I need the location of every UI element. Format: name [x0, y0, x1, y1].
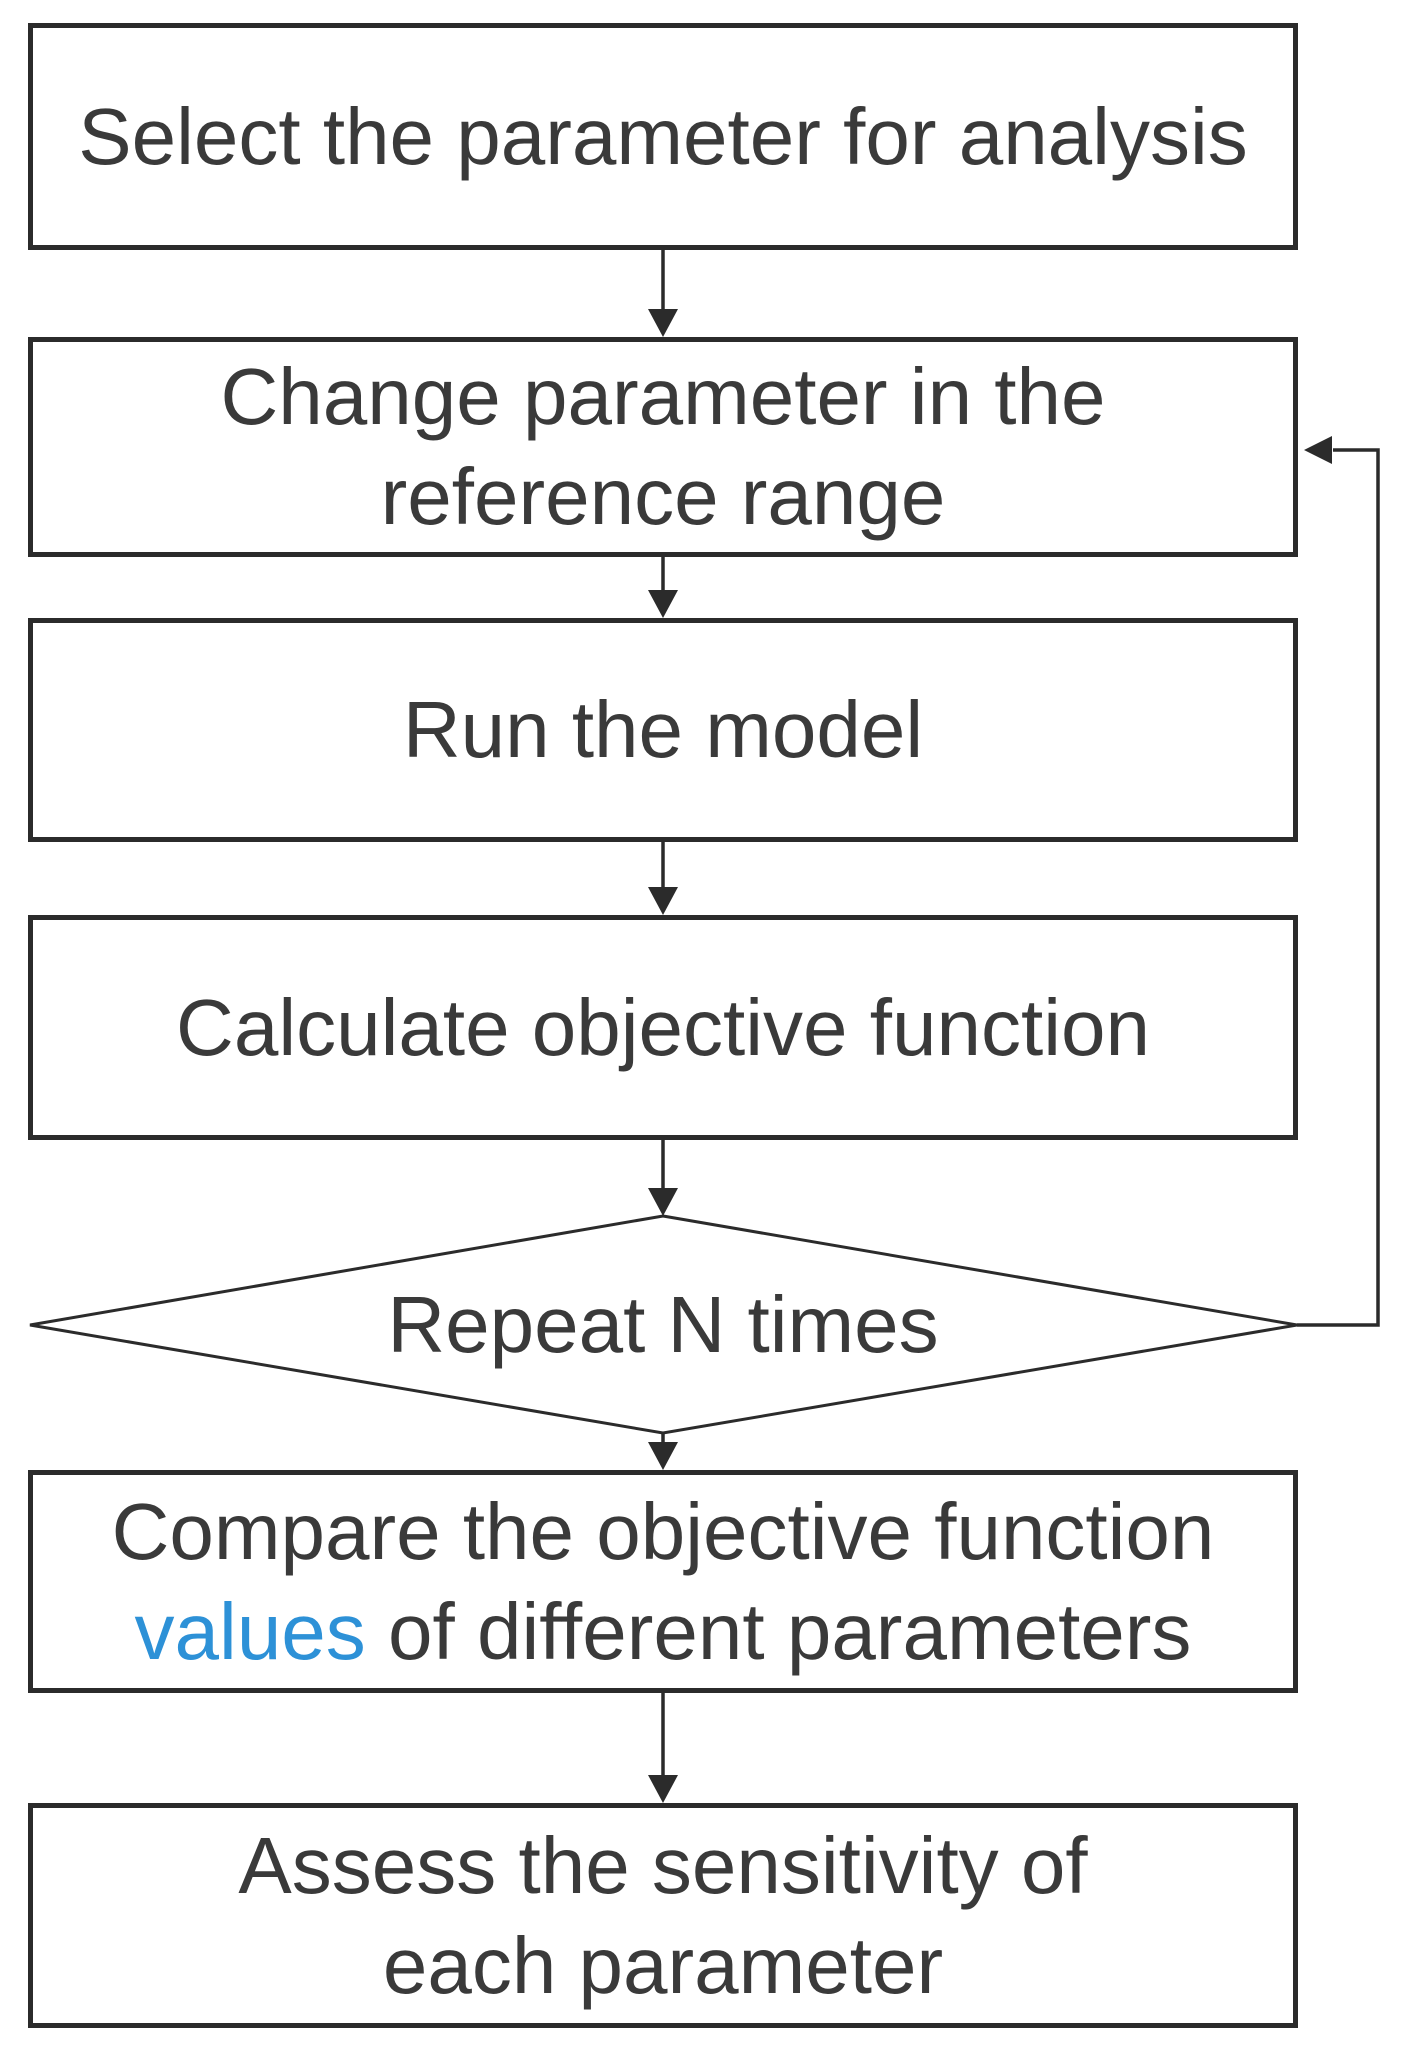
arrowhead-down-icon: [648, 309, 678, 337]
flow-step-compare-values: Compare the objective function values of…: [28, 1470, 1298, 1693]
flow-step-compare-values-label: Compare the objective function values of…: [33, 1482, 1293, 1682]
flow-step-select-parameter: Select the parameter for analysis: [28, 23, 1298, 250]
flow-step-change-parameter: Change parameter in the reference range: [28, 337, 1298, 557]
flow-step-assess-sensitivity: Assess the sensitivity of each parameter: [28, 1803, 1298, 2028]
compare-label-highlight: values: [134, 1586, 366, 1676]
arrowhead-down-icon: [648, 1775, 678, 1803]
flow-step-run-model-label: Run the model: [402, 685, 924, 774]
compare-label-part2: of different parameters: [388, 1586, 1192, 1676]
flow-step-calculate-objective-label: Calculate objective function: [176, 982, 1150, 1072]
arrow-calculate-to-repeat: [648, 1140, 678, 1216]
feedback-loop-arrow: [1297, 436, 1380, 1327]
arrow-repeat-to-compare: [648, 1433, 678, 1470]
flow-step-calculate-objective: Calculate objective function: [28, 915, 1298, 1140]
arrowhead-down-icon: [648, 1188, 678, 1216]
flow-step-assess-sensitivity-label: Assess the sensitivity of each parameter: [238, 1820, 1088, 2010]
arrow-run-to-calculate: [648, 842, 678, 915]
flow-step-run-model: Run the model: [28, 618, 1298, 842]
flow-step-change-parameter-label: Change parameter in the reference range: [220, 352, 1106, 541]
arrow-change-to-run: [648, 557, 678, 618]
decision-diamond-shape: [29, 1214, 1298, 1435]
arrowhead-left-icon: [1304, 436, 1332, 464]
flow-step-select-parameter-label: Select the parameter for analysis: [78, 91, 1248, 181]
arrowhead-down-icon: [648, 590, 678, 618]
arrowhead-down-icon: [648, 887, 678, 915]
arrowhead-down-icon: [648, 1442, 678, 1470]
arrow-select-to-change: [648, 250, 678, 337]
compare-label-part1: Compare the objective function: [111, 1486, 1215, 1576]
arrow-compare-to-assess: [648, 1693, 678, 1803]
